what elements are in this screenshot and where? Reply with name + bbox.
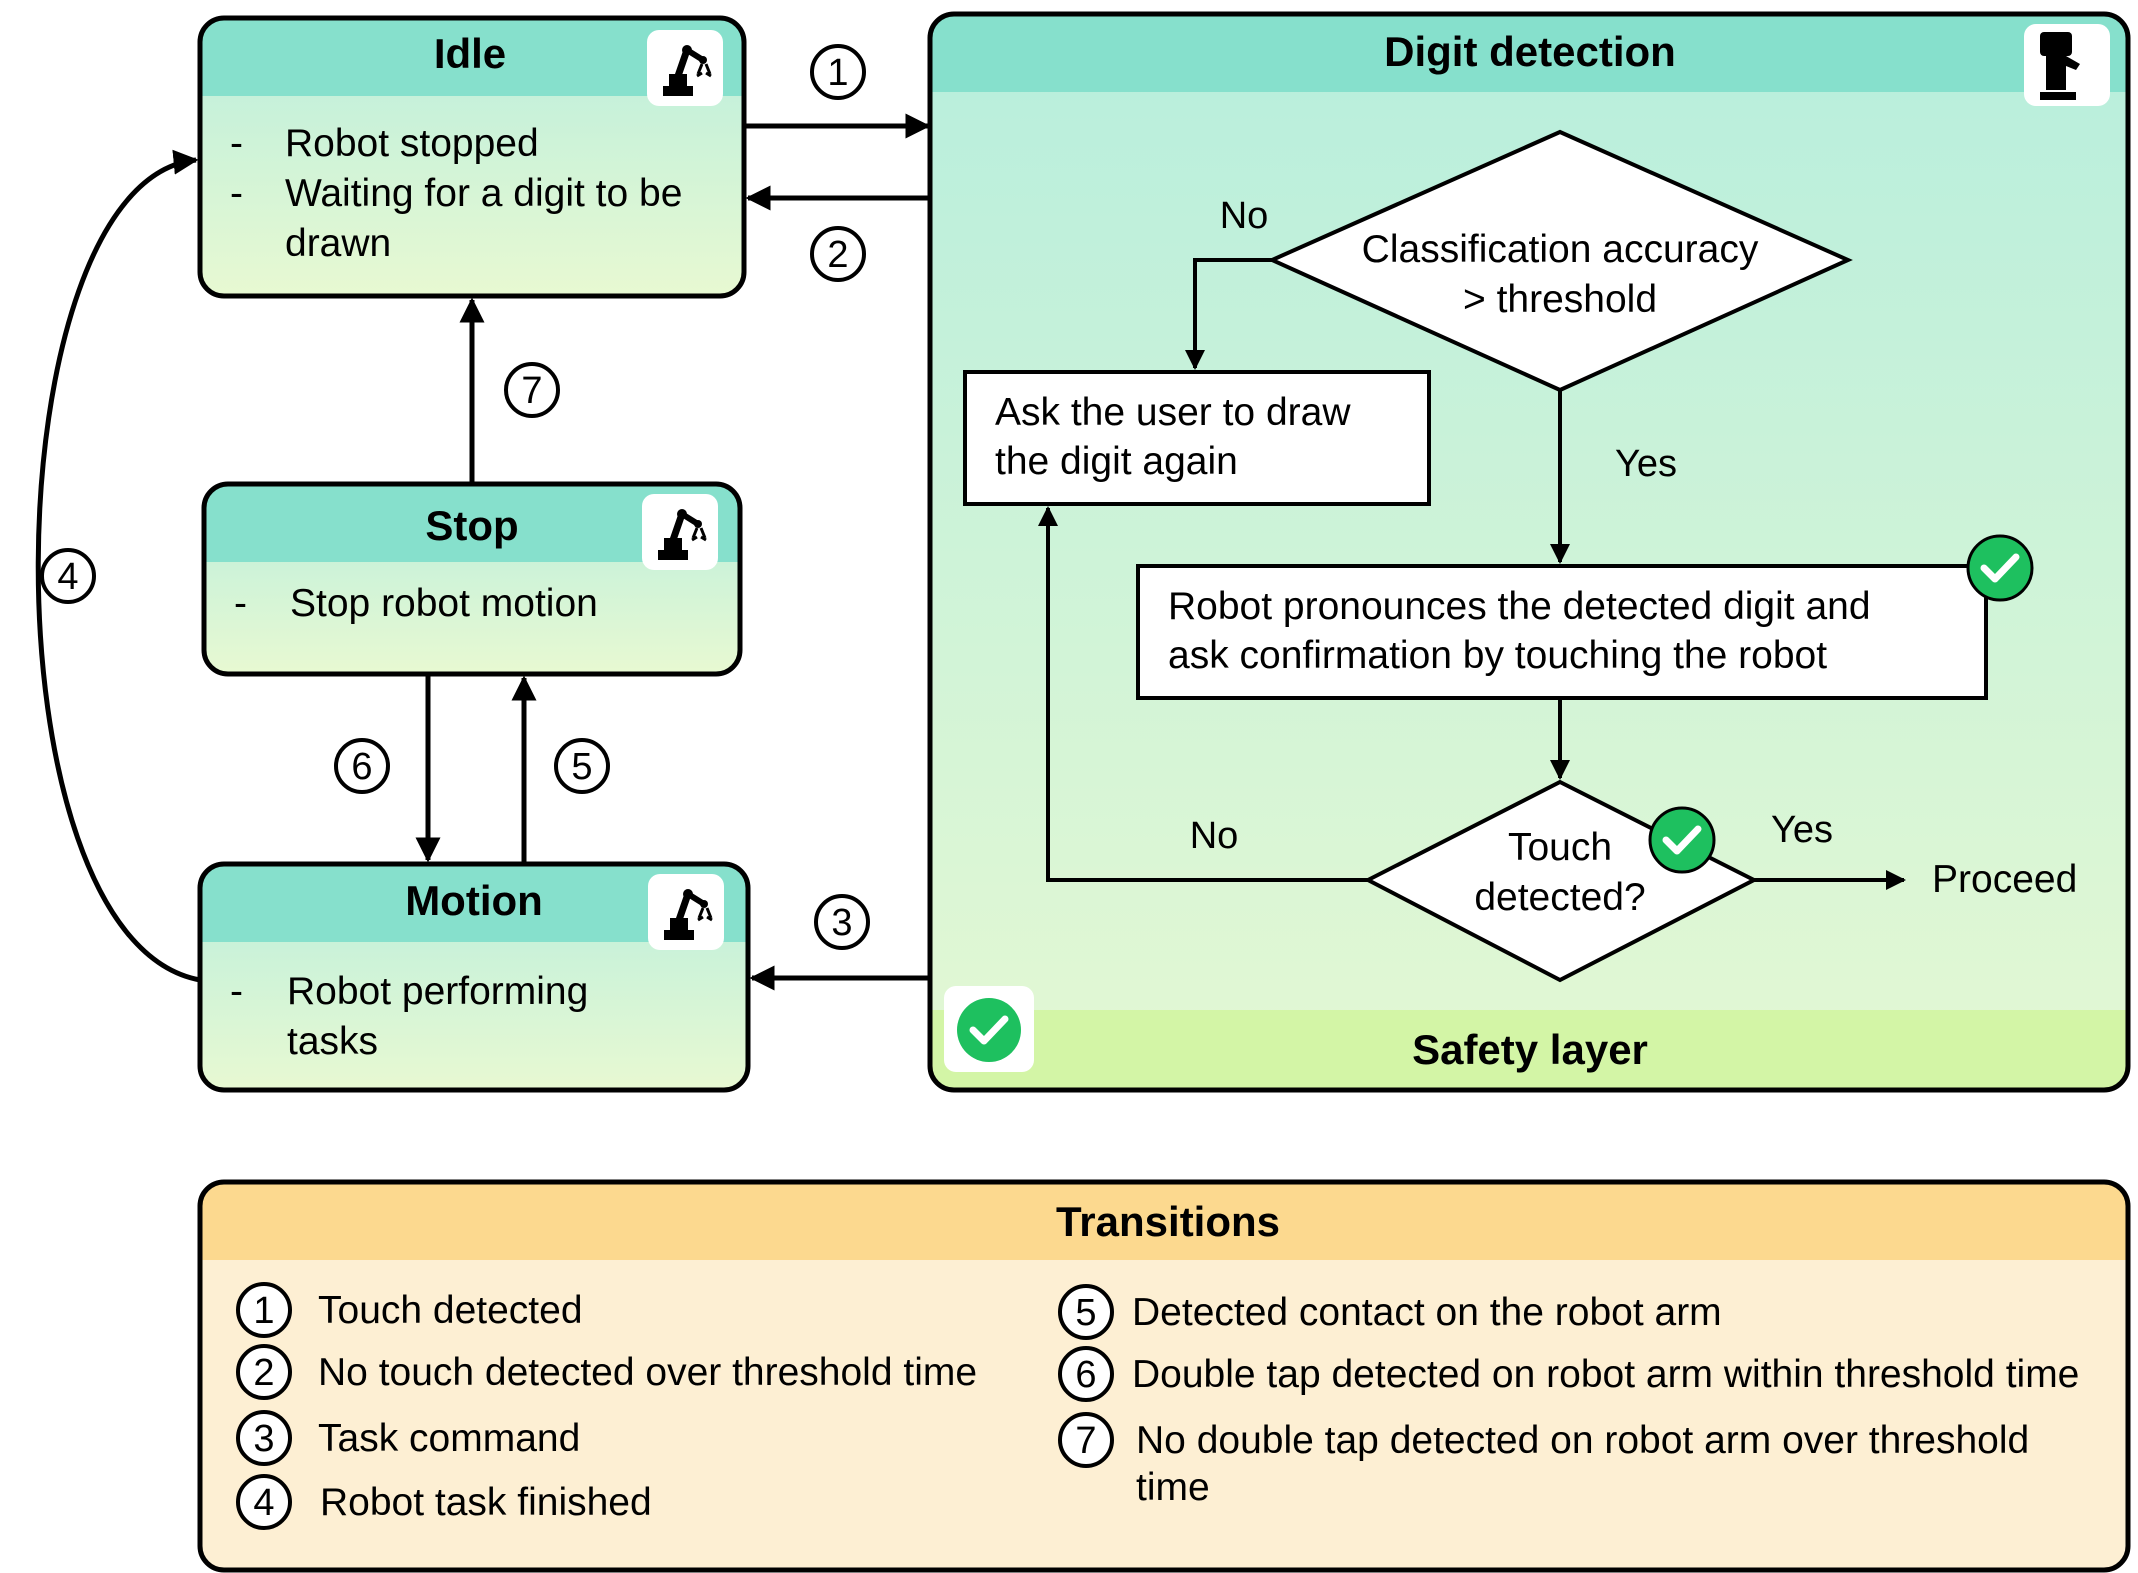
no-label-touch: No — [1190, 815, 1239, 857]
yes-label-accuracy: Yes — [1615, 443, 1677, 485]
svg-text:Task command: Task command — [318, 1417, 580, 1460]
svg-text:4: 4 — [57, 556, 78, 598]
idle-line-3: drawn — [285, 222, 391, 265]
decision-accuracy-line-1: Classification accuracy — [1362, 228, 1759, 271]
svg-text:Robot task finished: Robot task finished — [320, 1481, 652, 1524]
robot-arm-icon — [647, 30, 723, 106]
svg-text:2: 2 — [253, 1352, 274, 1394]
pronounce-line-2: ask confirmation by touching the robot — [1168, 634, 1827, 677]
transition-arrows — [35, 113, 931, 991]
arrow-number-1: 1 — [810, 44, 866, 100]
legend-item-3: 3 Task command — [236, 1410, 580, 1466]
legend-item-4: 4 Robot task finished — [236, 1474, 652, 1530]
motion-line-2: tasks — [287, 1020, 378, 1063]
stop-bullet-1: - — [234, 582, 247, 625]
idle-title: Idle — [434, 30, 506, 77]
robot-arm-icon — [642, 494, 718, 570]
state-motion: Motion - Robot performing tasks — [197, 861, 751, 1093]
idle-line-2: Waiting for a digit to be — [285, 172, 682, 215]
checkmark-icon — [944, 986, 1034, 1072]
svg-text:Double tap detected on robot a: Double tap detected on robot arm within … — [1132, 1353, 2079, 1396]
legend-item-6: 6 Double tap detected on robot arm withi… — [1058, 1346, 2079, 1402]
digit-detection-panel: Digit detection Safety layer Classificat… — [927, 11, 2131, 1093]
touch-finger-icon — [2024, 24, 2110, 106]
ask-again-line-1: Ask the user to draw — [995, 391, 1351, 434]
svg-text:6: 6 — [1075, 1354, 1096, 1396]
idle-line-1: Robot stopped — [285, 122, 539, 165]
safety-layer-label: Safety layer — [1412, 1026, 1648, 1073]
idle-bullet-2: - — [230, 172, 243, 215]
svg-text:6: 6 — [351, 746, 372, 788]
decision-touch-line-2: detected? — [1474, 876, 1645, 919]
stop-line-1: Stop robot motion — [290, 582, 598, 625]
stop-title: Stop — [425, 502, 518, 549]
motion-title: Motion — [405, 877, 543, 924]
arrow-number-3: 3 — [814, 894, 870, 950]
checkmark-icon — [1648, 806, 1716, 874]
svg-text:No double tap detected on robo: No double tap detected on robot arm over… — [1136, 1419, 2029, 1462]
arrow-number-6: 6 — [334, 738, 390, 794]
legend-item-5: 5 Detected contact on the robot arm — [1058, 1284, 1722, 1340]
motion-line-1: Robot performing — [287, 970, 588, 1013]
svg-text:5: 5 — [1075, 1292, 1096, 1334]
pronounce-box — [1136, 564, 1988, 700]
svg-text:time: time — [1136, 1466, 1210, 1509]
proceed-label: Proceed — [1932, 858, 2077, 901]
transitions-legend: Transitions 1 Touch detected 2 No touch … — [197, 1179, 2131, 1573]
flow-arrows — [1038, 258, 1906, 890]
arrow-number-7: 7 — [504, 362, 560, 418]
transitions-title: Transitions — [1056, 1198, 1280, 1245]
yes-label-touch: Yes — [1771, 809, 1833, 851]
pronounce-line-1: Robot pronounces the detected digit and — [1168, 585, 1871, 628]
svg-text:No touch detected over thresho: No touch detected over threshold time — [318, 1351, 977, 1394]
legend-item-2: 2 No touch detected over threshold time — [236, 1344, 977, 1400]
svg-text:7: 7 — [521, 370, 542, 412]
arrow-number-2: 2 — [810, 226, 866, 282]
arrow-number-5: 5 — [554, 738, 610, 794]
svg-text:4: 4 — [253, 1482, 274, 1524]
svg-text:Detected contact on the robot: Detected contact on the robot arm — [1132, 1291, 1722, 1334]
legend-item-1: 1 Touch detected — [236, 1282, 583, 1338]
decision-touch-line-1: Touch — [1508, 826, 1612, 869]
svg-text:2: 2 — [827, 234, 848, 276]
state-stop: Stop - Stop robot motion — [201, 481, 743, 677]
svg-text:Touch detected: Touch detected — [318, 1289, 583, 1332]
ask-again-line-2: the digit again — [995, 440, 1238, 483]
ask-again-box — [963, 370, 1431, 506]
legend-item-7: 7 No double tap detected on robot arm ov… — [1058, 1412, 2029, 1509]
robot-arm-icon — [648, 874, 724, 950]
decision-accuracy-line-2: > threshold — [1463, 278, 1657, 321]
svg-text:7: 7 — [1075, 1420, 1096, 1462]
svg-text:5: 5 — [571, 746, 592, 788]
no-label-accuracy: No — [1220, 195, 1269, 237]
svg-text:1: 1 — [253, 1290, 274, 1332]
checkmark-icon — [1966, 534, 2034, 602]
svg-text:3: 3 — [253, 1418, 274, 1460]
state-idle: Idle - Robot stopped - Waiting for a dig… — [197, 15, 747, 299]
digit-detection-title: Digit detection — [1384, 28, 1676, 75]
svg-text:1: 1 — [827, 52, 848, 94]
idle-bullet-1: - — [230, 122, 243, 165]
arrow-number-4: 4 — [40, 548, 96, 604]
motion-bullet-1: - — [230, 970, 243, 1013]
svg-text:3: 3 — [831, 902, 852, 944]
